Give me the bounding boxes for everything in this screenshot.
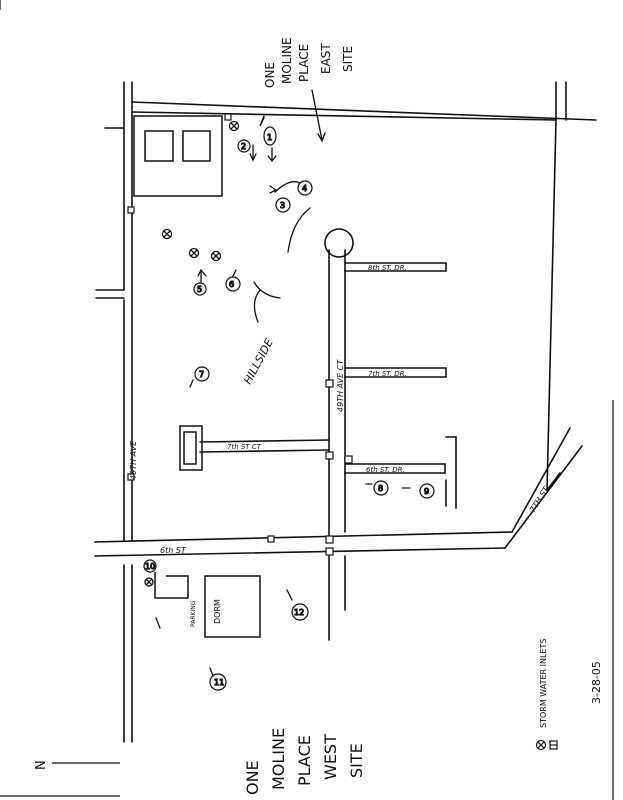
marker-10: 10 [143,559,157,573]
marker-4: 4 [297,180,313,196]
title-west-line: ONE [243,760,262,795]
legend: STORM WATER INLETS [535,639,558,751]
title-west-line: PLACE [295,735,314,786]
buildings [133,115,261,638]
north-arrow: N [34,760,120,770]
marker-label: 8 [378,484,383,493]
title-east-line: EAST [319,43,333,74]
label-6th-st-dr: 6th ST. DR. [366,466,405,474]
marker-label: 12 [294,608,304,617]
marker-8: 8 [373,480,389,496]
site-title-east: ONE MOLINE PLACE EAST SITE [263,37,355,88]
marker-2: 2 [237,139,251,153]
marker-7: 7 [194,366,210,382]
site-title-west: ONE MOLINE PLACE WEST SITE [243,728,366,795]
marker-label: 3 [280,201,285,210]
title-east-line: PLACE [297,44,311,82]
marker-9: 9 [419,483,435,499]
label-parking: PARKING [190,600,197,627]
marker-label: 7 [199,370,204,379]
date-label: 3-28-05 [590,661,603,704]
title-east-line: MOLINE [280,37,294,84]
legend-text: STORM WATER INLETS [539,639,548,728]
title-east-line: ONE [263,62,277,88]
marker-label: 2 [241,142,246,151]
title-west-line: MOLINE [269,728,288,790]
title-west-line: WEST [321,734,340,780]
marker-1: 1 [263,126,277,146]
crossed-inlets [144,120,240,587]
title-east-line: SITE [341,46,355,72]
label-8th-st-dr: 8th ST. DR. [368,264,407,272]
marker-label: 1 [267,133,272,142]
label-dorm: DORM [213,599,222,624]
storm-inlets [127,113,353,556]
flow-arrows [155,89,411,677]
road-linework [94,81,597,743]
marker-12: 12 [291,603,309,621]
title-west-line: SITE [347,743,366,778]
marker-label: 4 [302,184,307,193]
label-49th-ave-west: 49TH AVE [129,440,138,480]
label-7th-st-dr: 7th ST. DR. [368,370,407,378]
legend-crossed-inlet-icon [535,739,547,751]
marker-label: 5 [197,285,202,294]
sample-markers: 1 2 3 4 5 6 7 8 9 10 11 12 [143,126,435,691]
marker-label: 10 [145,562,155,571]
north-label: N [34,760,49,770]
marker-6: 6 [225,276,241,292]
marker-11: 11 [209,673,227,691]
marker-5: 5 [193,282,207,296]
label-7th-st-ct: 7th ST CT [227,443,262,451]
marker-label: 9 [424,487,429,496]
label-6th-st: 6th ST [160,546,187,555]
legend-square-inlet-icon [549,740,558,750]
marker-label: 6 [229,280,234,289]
marker-label: 11 [214,678,224,687]
label-49th-ave-ct: 49TH AVE CT [336,359,345,412]
marker-3: 3 [275,197,291,213]
